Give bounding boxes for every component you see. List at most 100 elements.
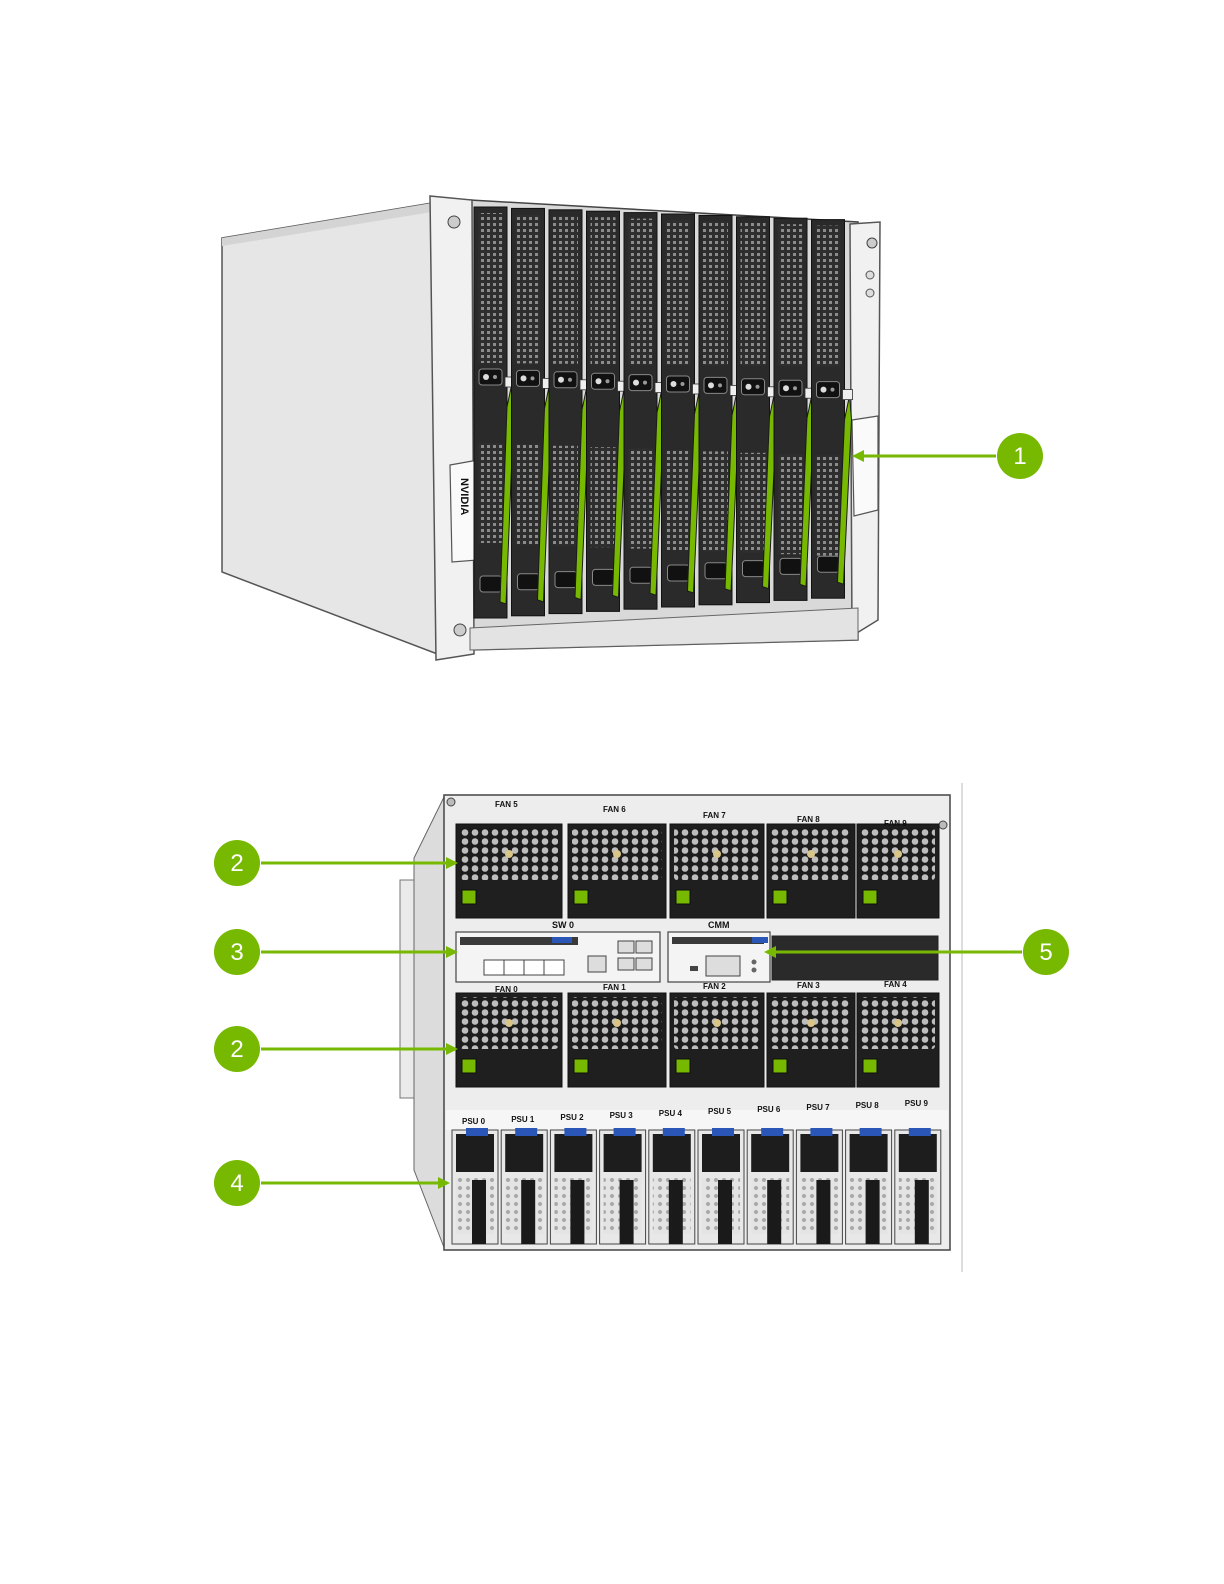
- tray-led-icon: [718, 383, 722, 387]
- callout-number: 3: [230, 939, 243, 966]
- rj45-port[interactable]: [636, 958, 652, 970]
- fan-module[interactable]: FAN 2: [670, 982, 764, 1087]
- psu-handle[interactable]: [767, 1180, 781, 1244]
- psu-handle[interactable]: [620, 1180, 634, 1244]
- fan-hub-icon: [713, 850, 721, 858]
- rj45-port[interactable]: [618, 941, 634, 953]
- psu-label: PSU 7: [806, 1103, 830, 1112]
- psu-latch[interactable]: [564, 1128, 586, 1136]
- psu-latch[interactable]: [515, 1128, 537, 1136]
- psu-latch[interactable]: [810, 1128, 832, 1136]
- psu-inlet[interactable]: [800, 1134, 838, 1172]
- fan-module[interactable]: FAN 0: [456, 985, 562, 1087]
- psu-inlet[interactable]: [505, 1134, 543, 1172]
- psu-handle[interactable]: [718, 1180, 732, 1244]
- psu-handle[interactable]: [915, 1180, 929, 1244]
- tray-led-icon: [756, 385, 760, 389]
- psu-latch[interactable]: [663, 1128, 685, 1136]
- cmm-led-icon: [752, 960, 757, 965]
- psu-handle[interactable]: [866, 1180, 880, 1244]
- fan-hub-icon: [713, 1019, 721, 1027]
- usb-port[interactable]: [690, 966, 698, 971]
- psu-handle[interactable]: [669, 1180, 683, 1244]
- psu-module[interactable]: PSU 1: [501, 1115, 547, 1244]
- psu-inlet[interactable]: [751, 1134, 789, 1172]
- psu-inlet[interactable]: [702, 1134, 740, 1172]
- tray-button-icon[interactable]: [708, 382, 714, 388]
- rear-screw-icon: [939, 821, 947, 829]
- fan-hub-icon: [613, 1019, 621, 1027]
- front-view-chassis: NVIDIA: [222, 196, 880, 660]
- tray-pull-tab[interactable]: [780, 558, 802, 574]
- cmm-label: CMM: [708, 920, 730, 930]
- switch-label: SW 0: [552, 920, 574, 930]
- fan-module[interactable]: FAN 7: [670, 811, 764, 918]
- cmm-latch[interactable]: [752, 937, 768, 943]
- psu-latch[interactable]: [466, 1128, 488, 1136]
- ear-screw-icon: [448, 216, 460, 228]
- psu-inlet[interactable]: [850, 1134, 888, 1172]
- fan-status-led: [676, 1059, 690, 1073]
- tray-button-icon[interactable]: [633, 380, 639, 386]
- callout-c1: 1: [852, 433, 1043, 479]
- tray-button-icon[interactable]: [783, 385, 789, 391]
- tray-pull-tab[interactable]: [593, 569, 615, 585]
- fan-label: FAN 9: [884, 819, 907, 828]
- fan-status-led: [863, 1059, 877, 1073]
- psu-inlet[interactable]: [456, 1134, 494, 1172]
- psu-label: PSU 3: [610, 1111, 634, 1120]
- mgmt-rj45-port[interactable]: [588, 956, 606, 972]
- fan-status-led: [773, 1059, 787, 1073]
- cmm-port-block[interactable]: [706, 956, 740, 976]
- psu-handle[interactable]: [816, 1180, 830, 1244]
- tray-button-icon[interactable]: [746, 384, 752, 390]
- switch-latch[interactable]: [552, 937, 572, 943]
- tray-button-icon[interactable]: [671, 381, 677, 387]
- psu-latch[interactable]: [614, 1128, 636, 1136]
- tray-led-icon: [606, 379, 610, 383]
- psu-latch[interactable]: [712, 1128, 734, 1136]
- fan-label: FAN 8: [797, 815, 820, 824]
- tray-button-icon[interactable]: [483, 374, 489, 380]
- tray-pull-tab[interactable]: [480, 576, 502, 592]
- fan-module[interactable]: FAN 9: [857, 819, 939, 918]
- fan-module[interactable]: FAN 1: [568, 983, 666, 1087]
- psu-inlet[interactable]: [653, 1134, 691, 1172]
- psu-latch[interactable]: [909, 1128, 931, 1136]
- tray-pull-tab[interactable]: [818, 556, 840, 572]
- psu-latch[interactable]: [860, 1128, 882, 1136]
- tray-button-icon[interactable]: [821, 387, 827, 393]
- tray-pull-tab[interactable]: [705, 563, 727, 579]
- tray-button-icon[interactable]: [521, 375, 527, 381]
- tray-button-icon[interactable]: [558, 377, 564, 383]
- ear-screw-icon: [867, 238, 877, 248]
- psu-module[interactable]: PSU 2: [550, 1113, 596, 1244]
- psu-handle[interactable]: [570, 1180, 584, 1244]
- tray-pull-tab[interactable]: [555, 572, 577, 588]
- tray-button-icon[interactable]: [596, 378, 602, 384]
- psu-module[interactable]: PSU 3: [600, 1111, 646, 1244]
- psu-module[interactable]: PSU 0: [452, 1117, 498, 1244]
- fan-hub-icon: [505, 1019, 513, 1027]
- psu-inlet[interactable]: [554, 1134, 592, 1172]
- psu-inlet[interactable]: [899, 1134, 937, 1172]
- tray-pull-tab[interactable]: [630, 567, 652, 583]
- rj45-port[interactable]: [636, 941, 652, 953]
- tray-led-icon: [568, 378, 572, 382]
- fan-module[interactable]: FAN 8: [767, 815, 855, 918]
- fan-module[interactable]: FAN 3: [767, 981, 855, 1087]
- psu-handle[interactable]: [472, 1180, 486, 1244]
- fan-module[interactable]: FAN 4: [857, 980, 939, 1087]
- tray-pull-tab[interactable]: [668, 565, 690, 581]
- psu-latch[interactable]: [761, 1128, 783, 1136]
- psu-inlet[interactable]: [604, 1134, 642, 1172]
- compute-tray-group: [474, 207, 853, 618]
- rear-side-edge: [400, 880, 414, 1098]
- psu-handle[interactable]: [521, 1180, 535, 1244]
- chassis-side-panel: [222, 203, 440, 655]
- rj45-port[interactable]: [618, 958, 634, 970]
- tray-pull-tab[interactable]: [518, 574, 540, 590]
- fan-label: FAN 3: [797, 981, 820, 990]
- tray-led-icon: [531, 376, 535, 380]
- tray-pull-tab[interactable]: [743, 561, 765, 577]
